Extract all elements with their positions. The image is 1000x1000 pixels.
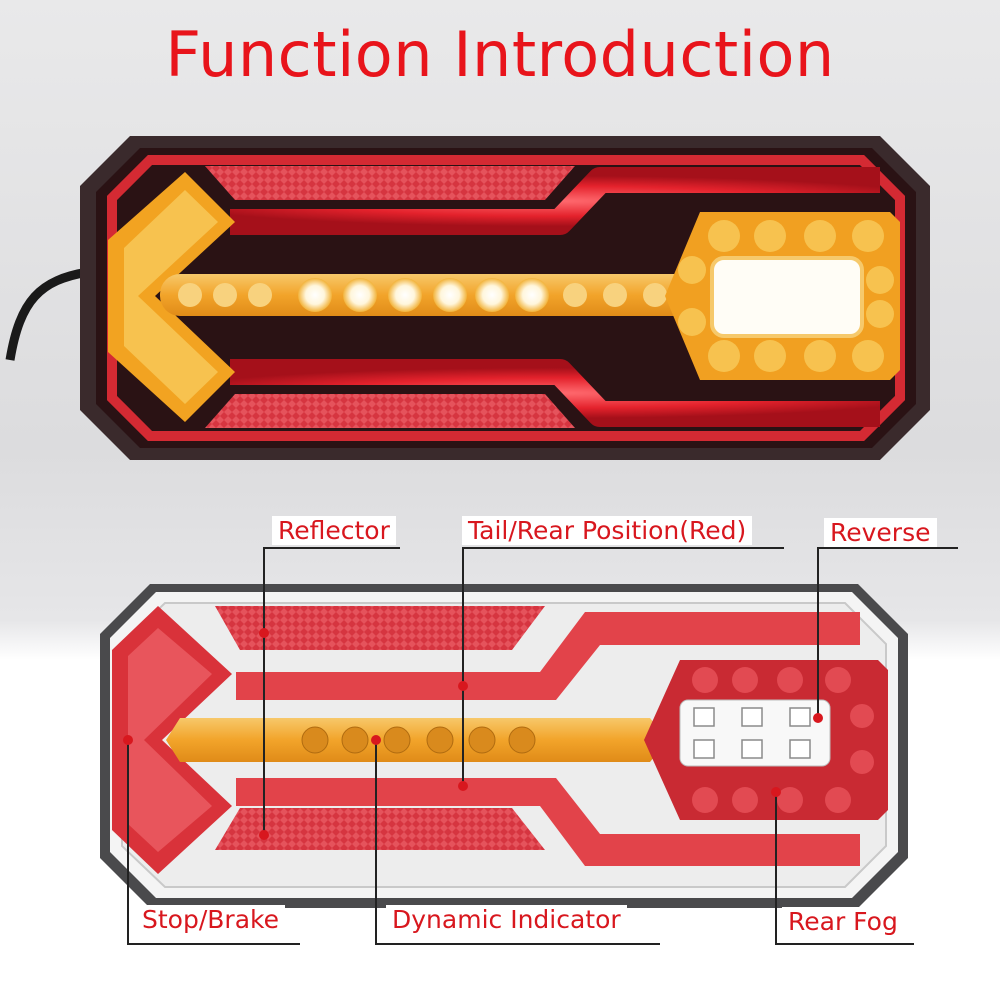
dot-tail-upper [458,681,468,691]
dot-fog [771,787,781,797]
callout-lines [127,547,958,945]
callout-line-tail [462,547,784,685]
label-rear-fog: Rear Fog [782,907,904,936]
lit-reflector-bottom [205,394,575,428]
dot-reflector-bottom [259,830,269,840]
unlit-tail-upper [236,612,860,700]
unlit-lamp [100,584,908,908]
callout-line-reverse [817,547,958,716]
unlit-tail-lower [236,778,860,866]
label-dynamic-indicator: Dynamic Indicator [386,905,627,934]
callout-line-stop [127,740,300,945]
dot-reverse [813,713,823,723]
callout-dots [123,628,823,840]
lit-lamp [5,136,930,460]
dot-stop [123,735,133,745]
dot-indicator [371,735,381,745]
unlit-reflector-bottom [215,808,545,850]
callout-line-fog [775,792,914,945]
lit-reverse-leds [712,258,862,336]
dot-reflector-top [259,628,269,638]
lit-reflector-top [205,166,575,200]
label-tail-position: Tail/Rear Position(Red) [462,516,753,545]
cable [5,267,89,361]
page-title: Function Introduction [165,18,835,91]
lit-tail-lower [230,359,880,427]
label-stop-brake: Stop/Brake [136,905,285,934]
label-reflector: Reflector [272,516,396,545]
lit-tail-upper [230,167,880,235]
lit-indicator-bar [160,274,700,316]
callout-line-indicator [375,740,660,945]
lit-indicator-leds [298,278,549,312]
dot-tail-lower [458,781,468,791]
label-reverse: Reverse [824,518,937,547]
unlit-indicator-bar [166,718,668,762]
callout-line-reflector [263,547,400,630]
